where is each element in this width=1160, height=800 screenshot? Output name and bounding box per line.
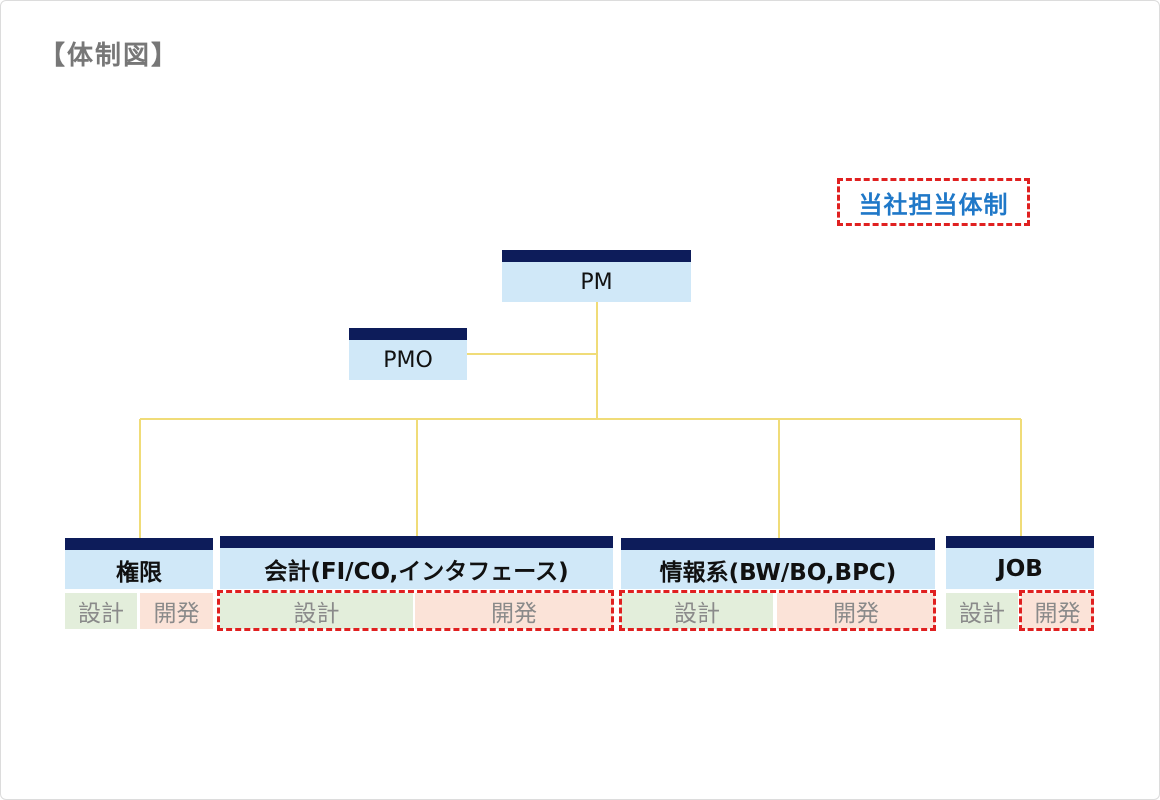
page-title: 【体制図】 [39, 41, 180, 71]
team-information: 情報系(BW/BO,BPC) [621, 538, 935, 589]
node-pm: PM [502, 250, 691, 302]
our-scope-job [1019, 590, 1094, 631]
node-header-bar [946, 536, 1094, 548]
team-accounting-design: 設計 [220, 593, 413, 629]
team-label: 情報系(BW/BO,BPC) [659, 559, 897, 586]
team-label: 権限 [116, 559, 162, 586]
node-pm-label: PM [580, 269, 613, 295]
legend-our-scope: 当社担当体制 [837, 178, 1030, 226]
node-pmo-label: PMO [383, 347, 433, 373]
node-header-bar [621, 538, 935, 550]
team-job-design: 設計 [946, 593, 1018, 629]
team-label: JOB [997, 555, 1043, 582]
team-authority-design: 設計 [65, 593, 137, 629]
node-header-bar [220, 536, 613, 548]
team-label: 会計(FI/CO,インタフェース) [264, 558, 569, 585]
node-header-bar [349, 328, 467, 340]
team-authority: 権限 [65, 538, 213, 589]
legend-label: 当社担当体制 [858, 190, 1009, 219]
our-scope-accounting [217, 590, 614, 631]
node-header-bar [65, 538, 213, 550]
team-authority-dev: 開発 [140, 593, 213, 629]
node-pmo: PMO [349, 328, 467, 380]
team-information-dev: 開発 [777, 593, 935, 629]
team-job: JOB [946, 536, 1094, 589]
node-header-bar [502, 250, 691, 262]
team-accounting-dev: 開発 [415, 593, 613, 629]
our-scope-information [619, 590, 936, 631]
team-job-dev: 開発 [1021, 593, 1094, 629]
team-accounting: 会計(FI/CO,インタフェース) [220, 536, 613, 589]
team-information-design: 設計 [621, 593, 773, 629]
